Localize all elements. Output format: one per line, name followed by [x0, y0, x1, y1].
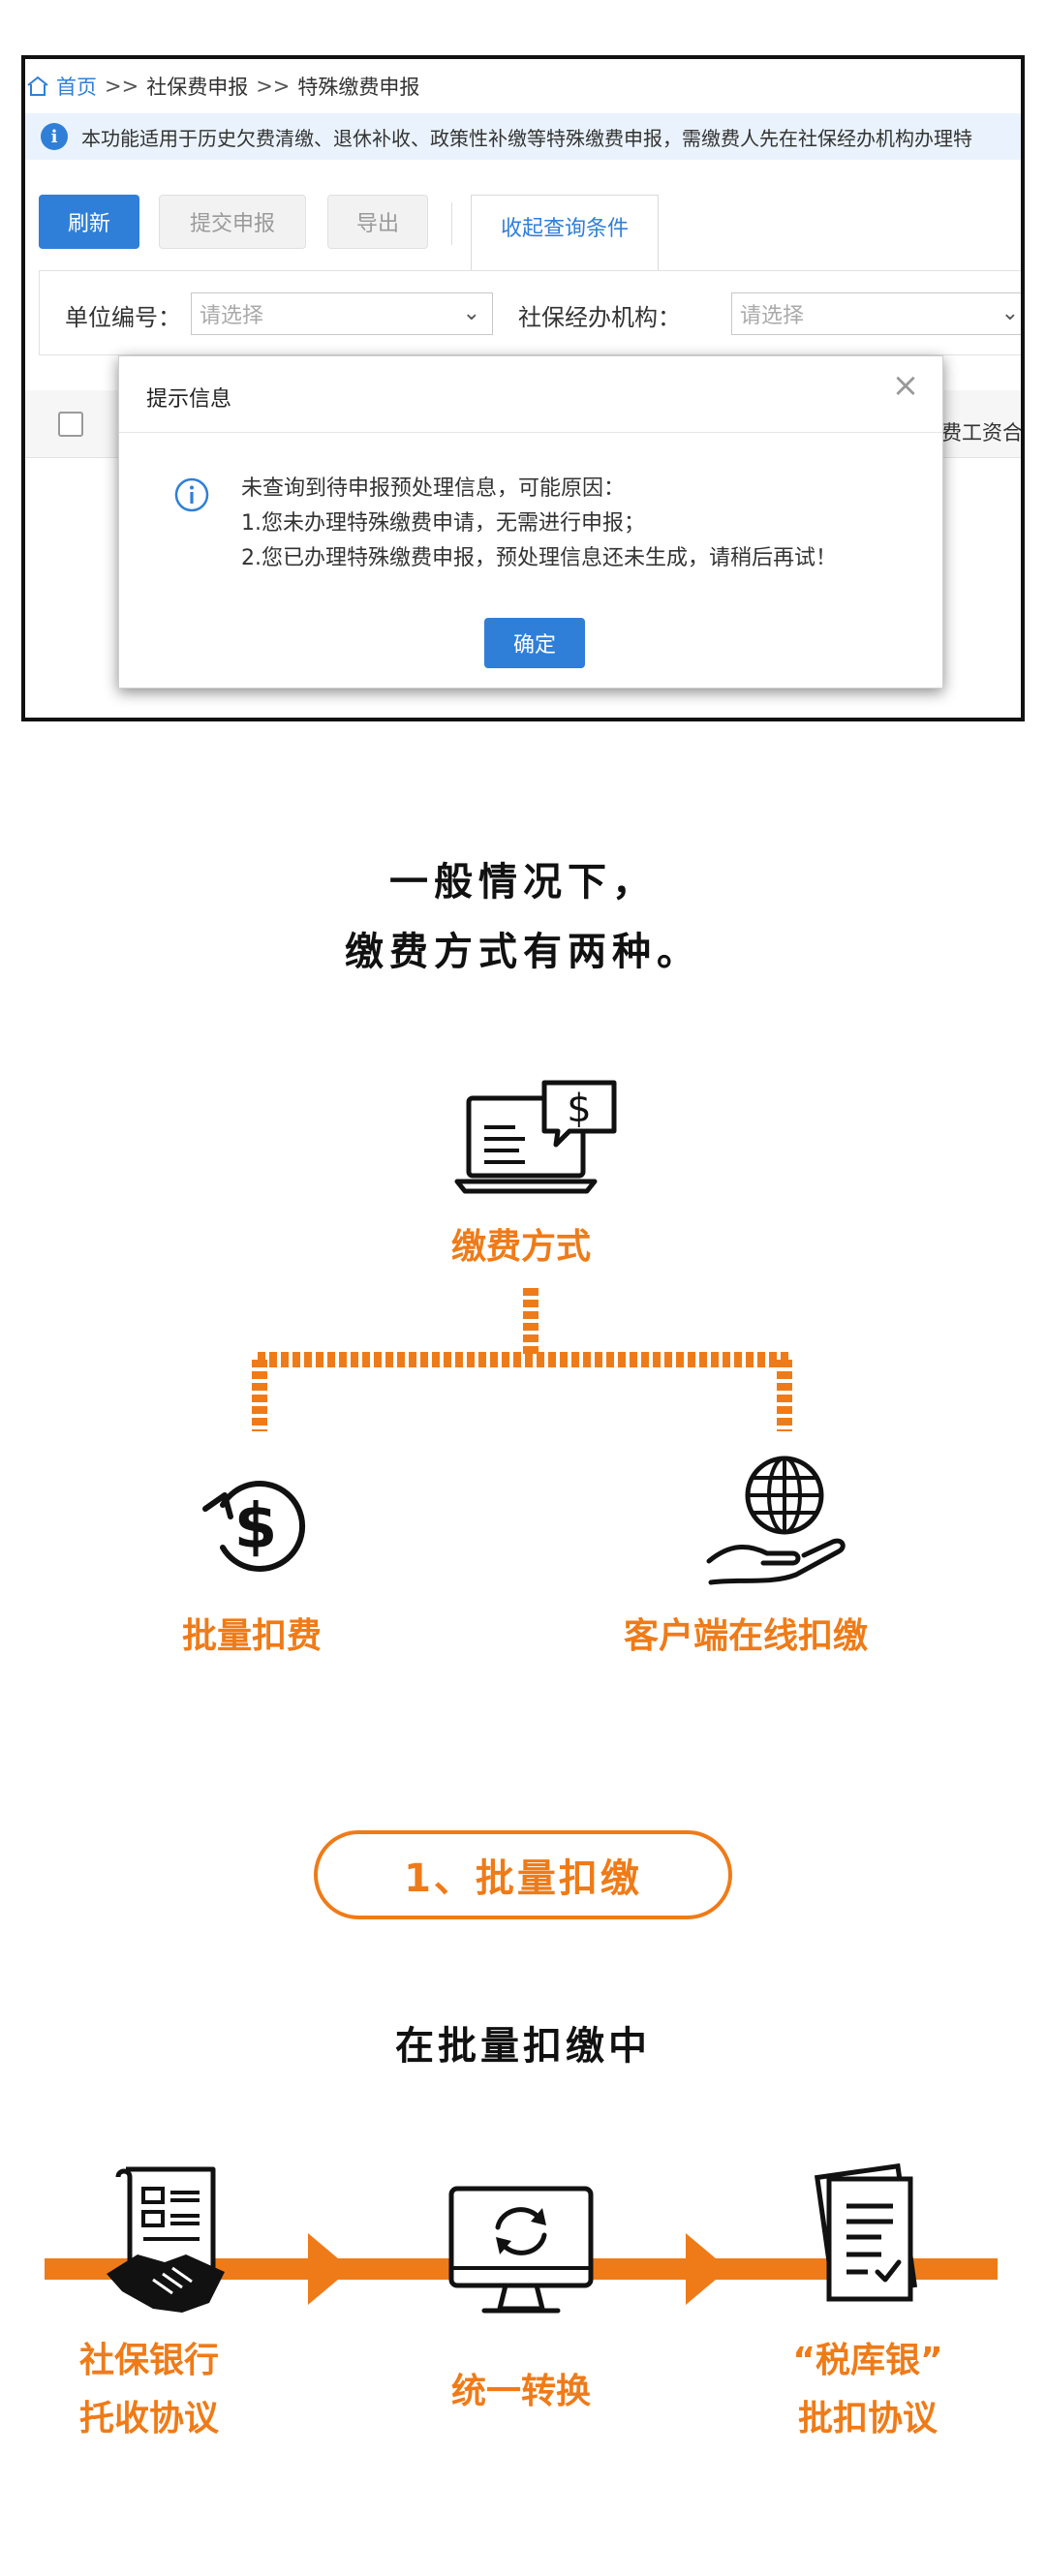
- ok-button[interactable]: 确定: [484, 618, 585, 668]
- breadcrumb-level1[interactable]: 社保费申报: [146, 76, 249, 99]
- step3-line1: “税库银”: [792, 2341, 943, 2380]
- step3-line2: 批扣协议: [797, 2399, 938, 2438]
- step1-line1: 社保银行: [78, 2341, 219, 2380]
- breadcrumb-level2: 特殊缴费申报: [297, 76, 420, 99]
- step1-label: 社保银行 托收协议: [4, 2332, 294, 2448]
- auto-deduct-icon: $: [202, 1481, 306, 1572]
- left-label: 批量扣费: [182, 1616, 323, 1656]
- unit-label: 单位编号：: [65, 304, 181, 331]
- step3-label: “税库银” 批扣协议: [723, 2332, 1013, 2448]
- laptop-payment-icon: $: [454, 1080, 617, 1194]
- unit-select-placeholder: 请选择: [200, 304, 264, 328]
- toolbar-divider: [451, 202, 452, 245]
- toolbar: 刷新 提交申报 导出: [25, 195, 1021, 253]
- chevron-down-icon: ⌄: [1000, 301, 1019, 325]
- export-button[interactable]: 导出: [327, 195, 428, 249]
- filter-panel: 单位编号： 请选择 ⌄ 社保经办机构： 请选择 ⌄: [39, 270, 1021, 355]
- agency-label: 社保经办机构：: [518, 304, 681, 331]
- dialog-title: 提示信息: [146, 387, 232, 412]
- online-payment-icon: [706, 1456, 846, 1585]
- breadcrumb-home[interactable]: 首页: [56, 76, 97, 99]
- prompt-dialog: 提示信息 × 未查询到待申报预处理信息，可能原因： 1.您未办理特殊缴费申请，无…: [118, 355, 943, 689]
- breadcrumb-separator: >>: [256, 75, 291, 98]
- select-all-checkbox[interactable]: [58, 412, 83, 437]
- notice-text: 本功能适用于历史欠费清缴、退休补收、政策性补缴等特殊缴费申报，需缴费人先在社保经…: [81, 126, 972, 150]
- section-pill: 1、批量扣缴: [314, 1830, 732, 1919]
- handshake-contract-icon: [107, 2166, 225, 2313]
- chevron-down-icon: ⌄: [462, 301, 480, 325]
- tree-connector: [252, 1288, 792, 1431]
- svg-text:$: $: [234, 1491, 278, 1563]
- screenshot-frame: 首页 >> 社保费申报 >> 特殊缴费申报 i 本功能适用于历史欠费清缴、退休补…: [21, 55, 1025, 721]
- info-circle-icon: [174, 477, 209, 512]
- breadcrumb-separator: >>: [105, 75, 139, 98]
- info-icon: i: [41, 123, 68, 150]
- section-subtitle: 在批量扣缴中: [395, 2024, 651, 2069]
- dialog-message-line1: 未查询到待申报预处理信息，可能原因：: [241, 476, 626, 501]
- intro-line1: 一般情况下，: [389, 860, 657, 905]
- breadcrumb: 首页 >> 社保费申报 >> 特殊缴费申报: [25, 67, 419, 106]
- dialog-message-line2: 1.您未办理特殊缴费申请，无需进行申报；: [241, 511, 645, 536]
- dialog-divider: [119, 432, 942, 433]
- notice-bar: i 本功能适用于历史欠费清缴、退休补收、政策性补缴等特殊缴费申报，需缴费人先在社…: [25, 113, 1021, 160]
- home-icon[interactable]: [25, 75, 50, 98]
- step2-label: 统一转换: [450, 2372, 591, 2411]
- root-label: 缴费方式: [451, 1227, 592, 1267]
- agency-select[interactable]: 请选择 ⌄: [731, 292, 1021, 335]
- submit-button[interactable]: 提交申报: [159, 195, 306, 249]
- refresh-button[interactable]: 刷新: [39, 195, 139, 249]
- right-label: 客户端在线扣缴: [624, 1616, 869, 1656]
- signed-agreement-icon: [814, 2162, 918, 2302]
- monitor-convert-icon: [448, 2186, 594, 2314]
- agency-select-placeholder: 请选择: [740, 304, 805, 328]
- step1-line2: 托收协议: [78, 2399, 219, 2438]
- table-column-header: 费工资合: [941, 421, 1023, 445]
- tab-collapse-query[interactable]: 收起查询条件: [471, 195, 659, 270]
- svg-text:$: $: [567, 1087, 591, 1131]
- unit-select[interactable]: 请选择 ⌄: [191, 292, 493, 335]
- dialog-message-line3: 2.您已办理特殊缴费申报，预处理信息还未生成，请稍后再试！: [241, 546, 837, 570]
- intro-line2: 缴费方式有两种。: [345, 930, 701, 974]
- close-icon[interactable]: ×: [891, 366, 920, 405]
